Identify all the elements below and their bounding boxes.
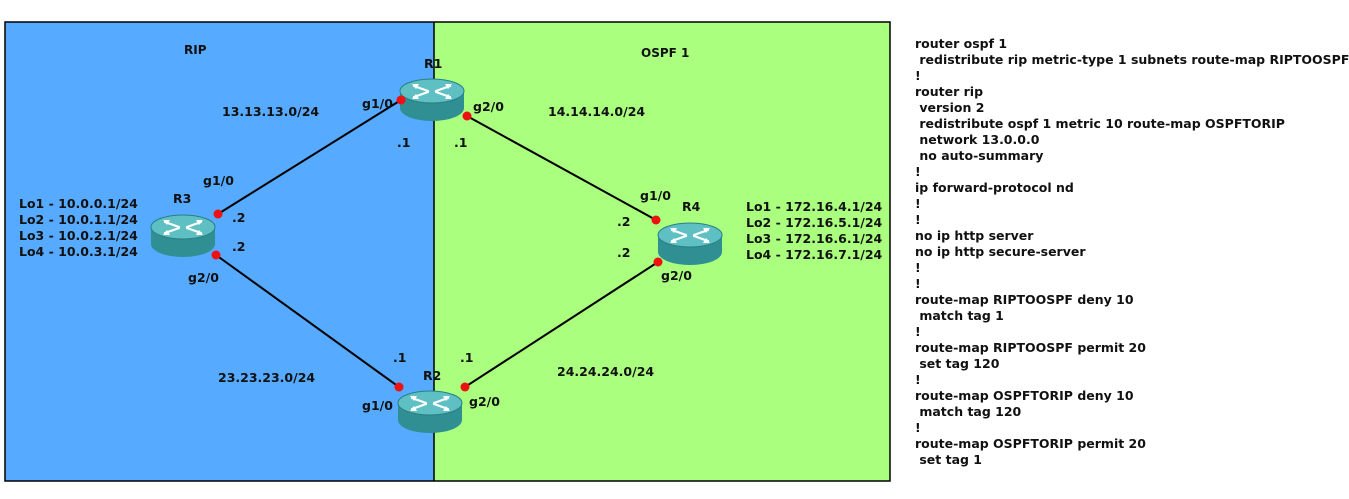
link-r2-r3 bbox=[215, 254, 400, 388]
router-config: router ospf 1 redistribute rip metric-ty… bbox=[915, 36, 1349, 468]
rip-zone-label: RIP bbox=[184, 43, 207, 57]
config-line: set tag 120 bbox=[915, 356, 1000, 371]
port-r1-g1-0 bbox=[396, 95, 406, 105]
link-r1-r4 bbox=[466, 115, 657, 221]
r1-g1-0-label: g1/0 bbox=[362, 96, 393, 111]
config-line: ! bbox=[915, 420, 921, 435]
config-line: ! bbox=[915, 276, 921, 291]
r1-g2-0-label: g2/0 bbox=[473, 99, 504, 114]
config-line: route-map OSPFTORIP permit 20 bbox=[915, 436, 1146, 451]
r4-loopback: Lo2 - 172.16.5.1/24 bbox=[746, 215, 883, 230]
config-line: route-map OSPFTORIP deny 10 bbox=[915, 388, 1134, 403]
r4-loopback: Lo3 - 172.16.6.1/24 bbox=[746, 231, 883, 246]
r3-loopback: Lo1 - 10.0.0.1/24 bbox=[19, 196, 138, 211]
config-line: ! bbox=[915, 324, 921, 339]
rip-zone bbox=[5, 22, 434, 481]
router-r3-name: R3 bbox=[173, 191, 191, 206]
r4-g1-0-host: .2 bbox=[617, 214, 630, 229]
r1-g2-0-host: .1 bbox=[454, 135, 467, 150]
link-r1-r3 bbox=[217, 99, 402, 215]
port-r2-g1-0 bbox=[394, 382, 404, 392]
router-r4-name: R4 bbox=[682, 199, 701, 214]
port-r4-g2-0 bbox=[653, 257, 663, 267]
r3-loopback: Lo3 - 10.0.2.1/24 bbox=[19, 228, 138, 243]
network-r1-r4: 14.14.14.0/24 bbox=[548, 104, 645, 119]
r2-g1-0-label: g1/0 bbox=[362, 398, 393, 413]
router-r1[interactable] bbox=[398, 77, 466, 123]
router-r1-name: R1 bbox=[424, 56, 442, 71]
r3-loopback: Lo2 - 10.0.1.1/24 bbox=[19, 212, 138, 227]
port-r3-g2-0 bbox=[211, 250, 221, 260]
config-line: ! bbox=[915, 372, 921, 387]
config-line: route-map RIPTOOSPF permit 20 bbox=[915, 340, 1146, 355]
network-r2-r4: 24.24.24.0/24 bbox=[557, 364, 654, 379]
config-line: no ip http server bbox=[915, 228, 1034, 243]
router-r4[interactable] bbox=[656, 221, 724, 267]
r4-g2-0-host: .2 bbox=[617, 245, 630, 260]
network-r2-r3: 23.23.23.0/24 bbox=[218, 370, 315, 385]
config-line: redistribute ospf 1 metric 10 route-map … bbox=[915, 116, 1285, 131]
config-line: set tag 1 bbox=[915, 452, 983, 467]
router-r3[interactable] bbox=[149, 213, 217, 259]
network-diagram: RIP OSPF 1 R1 R2 R3 R4 g1/0 g2/0 g1/0 g2… bbox=[4, 21, 891, 482]
network-r1-r3: 13.13.13.0/24 bbox=[222, 104, 319, 119]
link-r2-r4 bbox=[464, 261, 659, 388]
port-r3-g1-0 bbox=[213, 209, 223, 219]
config-line: match tag 1 bbox=[915, 308, 1004, 323]
router-r2[interactable] bbox=[396, 389, 464, 435]
r3-g1-0-label: g1/0 bbox=[203, 173, 234, 188]
r3-loopback: Lo4 - 10.0.3.1/24 bbox=[19, 244, 138, 259]
r3-g1-0-host: .2 bbox=[232, 210, 245, 225]
config-line: ! bbox=[915, 212, 921, 227]
config-line: router rip bbox=[915, 84, 984, 99]
r1-g1-0-host: .1 bbox=[397, 135, 410, 150]
ospf-zone-label: OSPF 1 bbox=[641, 46, 689, 60]
router-r2-name: R2 bbox=[423, 368, 441, 383]
r3-g2-0-label: g2/0 bbox=[188, 270, 219, 285]
config-line: route-map RIPTOOSPF deny 10 bbox=[915, 292, 1134, 307]
r2-g1-0-host: .1 bbox=[393, 350, 406, 365]
r2-g2-0-host: .1 bbox=[460, 350, 473, 365]
config-line: no auto-summary bbox=[915, 148, 1044, 163]
config-line: ! bbox=[915, 260, 921, 275]
config-line: network 13.0.0.0 bbox=[915, 132, 1040, 147]
port-r2-g2-0 bbox=[460, 382, 470, 392]
config-line: match tag 120 bbox=[915, 404, 1022, 419]
config-line: redistribute rip metric-type 1 subnets r… bbox=[915, 52, 1349, 67]
diagram-border bbox=[4, 21, 891, 482]
config-line: ! bbox=[915, 164, 921, 179]
r4-g1-0-label: g1/0 bbox=[640, 188, 671, 203]
config-line: router ospf 1 bbox=[915, 36, 1008, 51]
port-r4-g1-0 bbox=[651, 215, 661, 225]
config-line: version 2 bbox=[915, 100, 985, 115]
r3-g2-0-host: .2 bbox=[232, 239, 245, 254]
config-line: ! bbox=[915, 196, 921, 211]
port-r1-g2-0 bbox=[462, 111, 472, 121]
config-line: no ip http secure-server bbox=[915, 244, 1086, 259]
config-line: ! bbox=[915, 68, 921, 83]
r4-loopback: Lo1 - 172.16.4.1/24 bbox=[746, 199, 883, 214]
config-line: ip forward-protocol nd bbox=[915, 180, 1074, 195]
r2-g2-0-label: g2/0 bbox=[469, 394, 500, 409]
r4-loopback: Lo4 - 172.16.7.1/24 bbox=[746, 247, 883, 262]
r4-g2-0-label: g2/0 bbox=[661, 268, 692, 283]
